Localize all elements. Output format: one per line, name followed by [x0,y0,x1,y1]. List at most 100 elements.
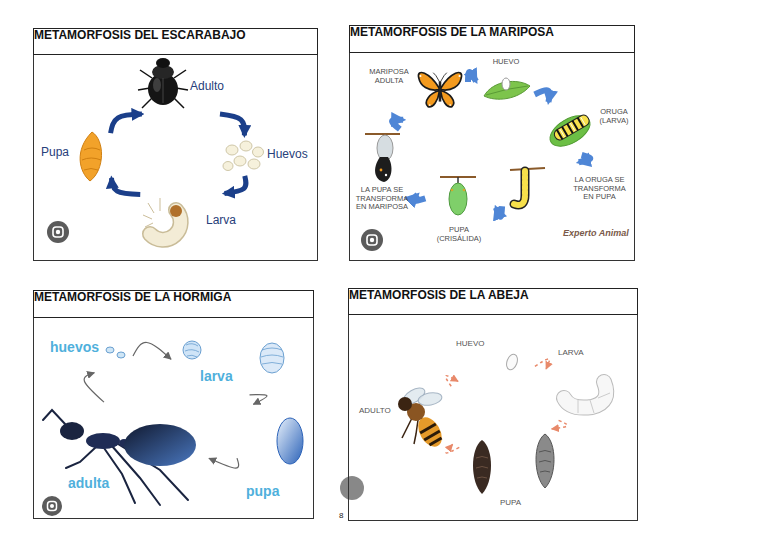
cycle-arrow [468,72,476,82]
caterpillar [581,117,586,125]
adult-ant [66,447,96,468]
grub-larva [143,198,182,240]
ant-larva-small [183,341,201,359]
cycle-arrow [535,359,549,369]
cycle-arrow [412,195,425,202]
beetle-pupa [82,148,101,170]
beetle-pupa [80,132,101,181]
cycle-arrow [133,342,171,359]
adult-bee [420,424,443,446]
lens-icon [47,221,69,243]
bee-pupa-grey [539,451,551,473]
cycle-arrow [392,120,403,129]
monarch-butterfly [418,72,461,106]
beetle-figure [163,78,164,103]
stage-label: Adulto [190,80,234,94]
stage-label: LA PUPA SE TRANSFORMA EN MARIPOSA [352,186,412,212]
cycle-arrow [209,458,239,468]
grub-larva [143,215,152,219]
panel-frame [348,314,638,521]
bee-larva [564,382,610,413]
stage-label: MARIPOSA ADULTA [367,68,411,85]
connector-group [84,72,590,468]
grub-larva [148,203,154,213]
stage-node: adulta [40,405,205,512]
stage-node: huevos [45,335,130,369]
egg-cluster [226,145,238,155]
ant-pupa [277,418,303,464]
caterpillar [570,123,575,131]
cycle-arrow [84,373,104,402]
egg-cluster [253,147,264,157]
panel-title: METAMORFOSIS DEL ESCARABAJO [33,28,318,55]
monarch-butterfly [433,73,447,82]
lens-icon [42,496,62,516]
adult-bee [414,420,418,444]
hanging-caterpillar [514,171,525,205]
beetle-figure [174,98,184,108]
bee-larva [564,382,606,408]
bee-egg [505,353,520,371]
lens-icon [48,502,57,511]
grub-larva [143,198,160,227]
egg-cluster [223,162,233,171]
stage-label: adulta [68,475,120,491]
stage-node: ADULTO [355,388,449,455]
stage-node: ORUGA (LARVA) [552,100,634,152]
cycle-arrow [552,420,568,429]
bee-egg [505,353,520,371]
beetle-pupa [84,169,98,171]
lens-icon [361,229,383,251]
stage-node: MARIPOSA ADULTA [365,56,465,116]
stage-label: HUEVO [456,339,492,348]
cycle-arrow [224,176,246,193]
grub-larva [170,205,182,217]
egg-on-leaf [502,78,510,90]
adult-bee [402,418,418,444]
stage-label: LA ORUGA SE TRANSFORMA EN PUPA [571,176,628,202]
stage-node: larva [175,338,300,392]
ant-larva-small [185,344,199,357]
emerging-butterfly [380,169,383,172]
beetle-pupa [82,158,101,160]
cycle-arrow [111,114,142,133]
caterpillar [553,113,591,142]
diagram-panel: METAMORFOSIS DE LA MARIPOSAMARIPOSA ADUL… [349,25,635,261]
stage-node: LARVA [550,340,634,418]
ant-larva-large [260,343,284,373]
stage-node: Adulto [140,60,236,112]
bee-larva [598,393,610,398]
bee-larva [590,400,594,413]
hanging-caterpillar [514,171,525,205]
stage-label: huevos [50,339,106,355]
adult-ant [86,433,120,449]
adult-ant [43,410,66,425]
monarch-butterfly [429,104,431,106]
caterpillar [560,117,585,137]
watermark: Experto Animal [563,228,629,238]
adult-ant [60,422,84,440]
adult-bee [424,431,440,440]
green-chrysalis [457,177,459,183]
lens-icon [42,496,62,516]
ant-larva-large [260,343,284,373]
stage-node: Pupa [38,126,108,186]
monarch-butterfly [459,75,461,77]
beetle-figure [138,58,188,108]
egg-cluster [240,141,252,151]
stage-node: PUPA (CRISÁLIDA) [428,176,492,256]
lens-icon [367,235,377,245]
lens-icon [50,504,54,508]
egg-cluster [248,159,260,169]
stage-label: larva [200,368,244,384]
stage-node: Huevos [220,138,316,174]
bee-pupa-grey [536,434,554,488]
ant-larva-large [261,348,283,364]
egg-on-leaf [484,78,530,99]
caterpillar [560,129,565,137]
monarch-butterfly [439,81,442,101]
panel-title: METAMORFOSIS DE LA ABEJA [348,288,638,315]
monarch-butterfly [441,91,454,107]
stage-label: Larva [206,214,240,228]
diagram-panel: METAMORFOSIS DEL ESCARABAJO AdultoHuevosL… [33,28,318,261]
